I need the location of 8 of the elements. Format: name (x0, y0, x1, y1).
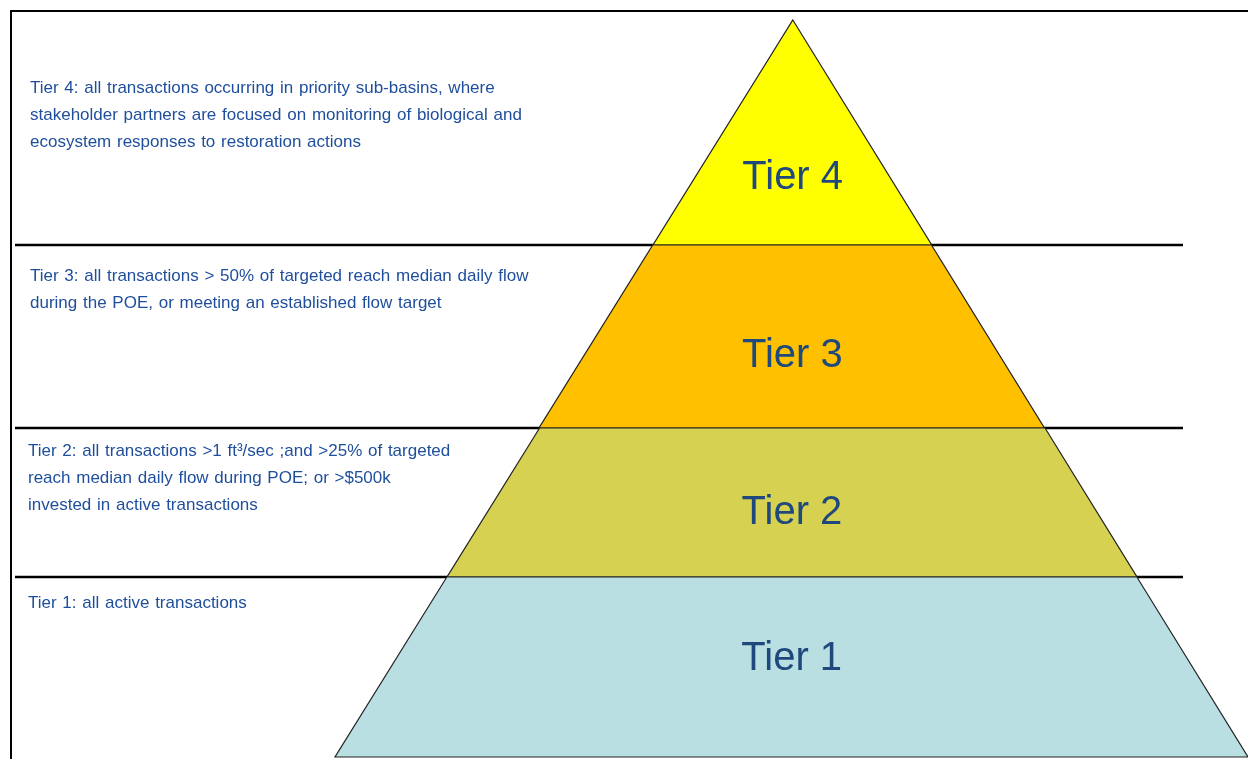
tier-description: Tier 1: all active transactions (28, 592, 248, 614)
tier-label: Tier 4 (742, 152, 844, 198)
tier-label: Tier 1 (741, 633, 843, 679)
tier-description: Tier 4: all transactions occurring in priority sub-basins, where stakeholder partners are focused on monitoring of biological and ecosystem responses to restoration actions (30, 77, 523, 153)
tier-label: Tier 3 (741, 330, 843, 376)
tier-description: Tier 2: all transactions >1 ft³/sec ;and >25% of targeted reach median daily flow during POE; or >$500k invested in active transactions (28, 440, 452, 516)
tier-label: Tier 2 (741, 487, 843, 533)
tier-description: Tier 3: all transactions > 50% of targeted reach median daily flow during the POE, or meeting an established flow target (30, 265, 530, 314)
